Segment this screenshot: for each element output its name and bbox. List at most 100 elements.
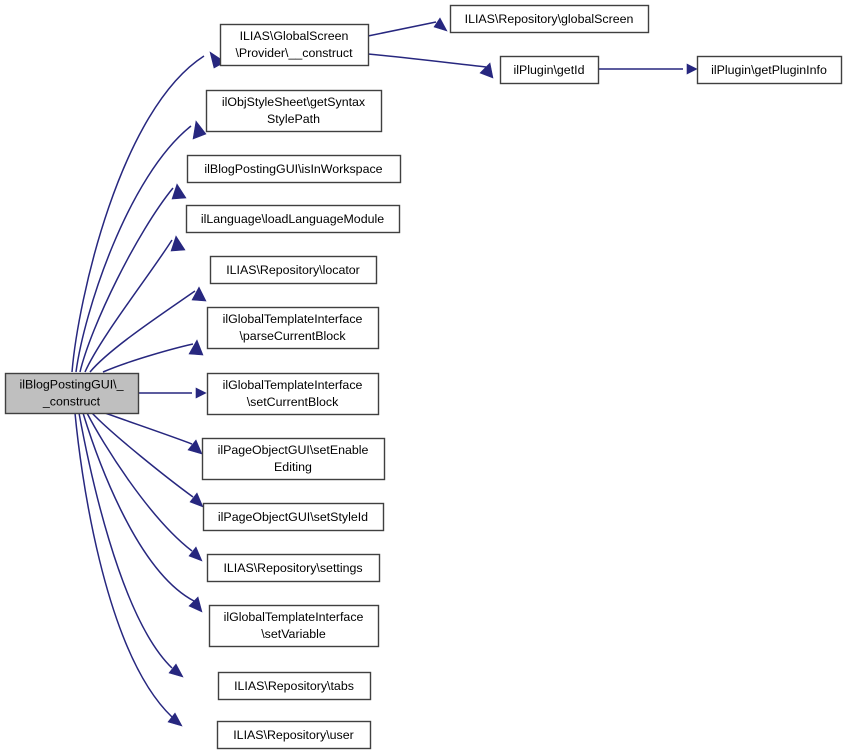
edge-line: [89, 290, 196, 373]
edge-line: [78, 412, 173, 669]
call-edge: [598, 63, 698, 75]
call-edge: [102, 339, 204, 373]
node-box[interactable]: [201, 437, 386, 481]
node-label-line1: ILIAS\Repository\tabs: [234, 679, 354, 693]
node-box[interactable]: [209, 255, 378, 285]
graph-node[interactable]: ILIAS\GlobalScreen \Provider\__construct: [219, 23, 370, 67]
graph-node[interactable]: ilGlobalTemplateInterface\setVariable: [208, 604, 380, 648]
graph-node[interactable]: ILIAS\Repository\tabs: [217, 671, 372, 701]
graph-node[interactable]: ILIAS\Repository\settings: [206, 553, 381, 583]
call-edge: [79, 183, 187, 373]
node-box[interactable]: [219, 23, 370, 67]
edge-line: [367, 21, 437, 37]
node-box[interactable]: [216, 720, 372, 750]
arrowhead-icon: [686, 63, 698, 75]
node-label-line2: \Provider\__construct: [235, 46, 353, 60]
node-label-line1: ILIAS\GlobalScreen: [240, 29, 349, 43]
node-label-line1: ilLanguage\loadLanguageModule: [201, 212, 384, 226]
node-label-line2: _construct: [42, 394, 101, 408]
node-label-line1: ilGlobalTemplateInterface: [224, 610, 364, 624]
graph-node[interactable]: ilPlugin\getId: [499, 55, 600, 85]
call-edge: [104, 412, 203, 455]
edge-line: [84, 239, 173, 373]
edge-line: [86, 412, 193, 552]
node-label-line1: ilBlogPostingGUI\_: [20, 377, 125, 391]
graph-node[interactable]: ilPageObjectGUI\setStyleId: [202, 502, 385, 532]
node-label-line1: ilGlobalTemplateInterface: [223, 378, 363, 392]
node-label-line2: \parseCurrentBlock: [239, 329, 346, 343]
edge-line: [102, 343, 194, 373]
node-label-line1: ILIAS\Repository\user: [233, 728, 354, 742]
arrowhead-icon: [189, 492, 204, 508]
call-edge: [89, 286, 207, 373]
node-label-line1: ilObjStyleSheet\getSyntax: [222, 95, 366, 109]
graph-node[interactable]: ILIAS\Repository\locator: [209, 255, 378, 285]
edge-line: [74, 412, 173, 718]
arrowhead-icon: [433, 17, 448, 32]
node-label-line1: ilPageObjectGUI\setEnable: [218, 443, 369, 457]
edge-line: [79, 187, 174, 373]
arrowhead-icon: [168, 663, 184, 678]
node-box[interactable]: [185, 204, 401, 234]
node-label-line1: ILIAS\Repository\locator: [226, 263, 360, 277]
node-box[interactable]: [696, 55, 843, 85]
node-box[interactable]: [449, 4, 650, 34]
call-edge: [78, 412, 184, 678]
graph-node[interactable]: ILIAS\Repository\globalScreen: [449, 4, 650, 34]
call-edge: [138, 387, 207, 399]
node-label-line2: Editing: [274, 460, 312, 474]
call-edge: [367, 17, 448, 37]
node-label-line1: ilBlogPostingGUI\isInWorkspace: [204, 162, 382, 176]
arrowhead-icon: [188, 596, 203, 613]
arrowhead-icon: [479, 62, 494, 79]
edge-line: [71, 55, 205, 373]
call-edge: [74, 412, 183, 727]
graph-node[interactable]: ilPlugin\getPluginInfo: [696, 55, 843, 85]
call-edge: [75, 120, 207, 373]
arrowhead-icon: [171, 183, 187, 200]
call-edge: [86, 412, 203, 562]
node-box[interactable]: [499, 55, 600, 85]
node-box[interactable]: [206, 553, 381, 583]
call-edge: [367, 53, 494, 79]
node-label-line1: ilPageObjectGUI\setStyleId: [218, 510, 368, 524]
node-box[interactable]: [206, 306, 380, 350]
call-edge: [82, 412, 203, 613]
node-label-line2: \setCurrentBlock: [247, 395, 339, 409]
call-edge: [84, 235, 186, 373]
nodes-layer: ilBlogPostingGUI\_ _construct ILIAS\Global…: [4, 4, 843, 750]
edge-line: [91, 412, 194, 498]
node-box[interactable]: [186, 154, 402, 184]
edge-line: [75, 125, 192, 373]
node-box[interactable]: [206, 372, 380, 416]
graph-node[interactable]: ilLanguage\loadLanguageModule: [185, 204, 401, 234]
node-box[interactable]: [217, 671, 372, 701]
graph-node[interactable]: ILIAS\Repository\user: [216, 720, 372, 750]
node-label-line1: ilPlugin\getId: [514, 63, 585, 77]
edge-line: [367, 53, 487, 68]
graph-node[interactable]: ilBlogPostingGUI\isInWorkspace: [186, 154, 402, 184]
edges-layer: [71, 17, 698, 727]
edge-line: [104, 412, 193, 445]
graph-node[interactable]: ilGlobalTemplateInterface \setCurrentBloc…: [206, 372, 380, 416]
arrowhead-icon: [170, 235, 186, 252]
arrowhead-icon: [188, 546, 203, 562]
node-box[interactable]: [208, 604, 380, 648]
arrowhead-icon: [191, 286, 207, 302]
node-label-line2: StylePath: [267, 112, 320, 126]
node-box[interactable]: [4, 372, 140, 415]
graph-node[interactable]: ilGlobalTemplateInterface\parseCurrentBl…: [206, 306, 380, 350]
arrowhead-icon: [187, 439, 203, 455]
arrowhead-icon: [192, 120, 207, 140]
node-box[interactable]: [205, 89, 383, 133]
call-edge: [91, 412, 204, 508]
arrowhead-icon: [167, 712, 183, 727]
node-label-line1: ILIAS\Repository\settings: [223, 561, 362, 575]
arrowhead-icon: [195, 387, 207, 399]
node-box[interactable]: [202, 502, 385, 532]
graph-node-root[interactable]: ilBlogPostingGUI\_ _construct: [4, 372, 140, 415]
